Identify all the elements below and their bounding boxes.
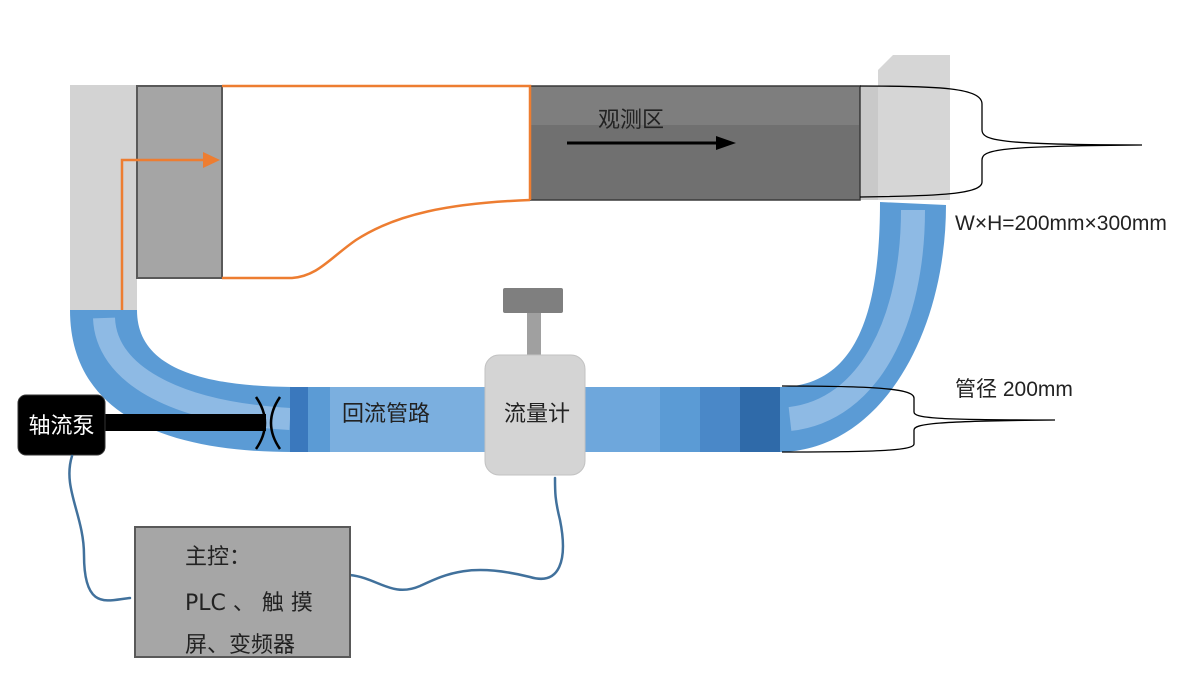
main-control-title: 主控： [185,545,251,570]
flow-direction-arrowhead [203,152,220,168]
propeller-blade-left [254,396,267,450]
observation-section-top-shade [531,87,859,125]
return-pipe-right-highlight [788,209,925,431]
flow-meter-display-cap [503,288,563,313]
return-pipe-right-highlight [585,387,660,452]
pump-shaft [100,414,266,431]
main-control-box: 主控： PLC 、 触 摸 屏、变频器 [134,526,351,658]
main-control-panel [134,526,351,658]
axial-pump-label: 轴流泵 [28,414,94,439]
outlet-end-box [860,55,950,200]
pipe-diameter-brace [781,385,1056,453]
axial-pump: 轴流泵 [17,394,282,456]
flow-meter-body [484,354,586,476]
inlet-column [70,85,137,310]
contraction-bottom-curve [222,198,531,280]
observation-section-label: 观测区 [598,108,664,133]
observation-size-brace [859,85,1143,198]
main-control-line-2: PLC 、 触 摸 [185,591,313,616]
settling-chamber [136,85,223,279]
return-pipe-right-shade [700,387,745,452]
main-control-line-3: 屏、变频器 [185,633,295,658]
outlet-end-inner [860,86,878,200]
return-pipe-left-shade [290,387,308,452]
flow-meter-control-wire [348,476,565,592]
observation-flow-arrow-head [716,136,736,150]
return-pipe-right-end [740,387,780,452]
flow-meter: 流量计 [484,288,586,476]
return-pipe-mid-highlight [330,387,490,452]
observation-size-label: W×H=200mm×300mm [955,212,1167,235]
contraction-top-line [222,84,532,200]
flow-path-vertical-line [120,158,205,310]
pump-control-wire [68,454,132,602]
propeller-blade-right [269,396,282,450]
return-pipe-label: 回流管路 [342,402,430,427]
flow-meter-stem [527,313,541,356]
flow-meter-label: 流量计 [504,402,570,427]
pump-motor-body [17,394,106,456]
pipe-diameter-label: 管径 200mm [955,378,1073,401]
